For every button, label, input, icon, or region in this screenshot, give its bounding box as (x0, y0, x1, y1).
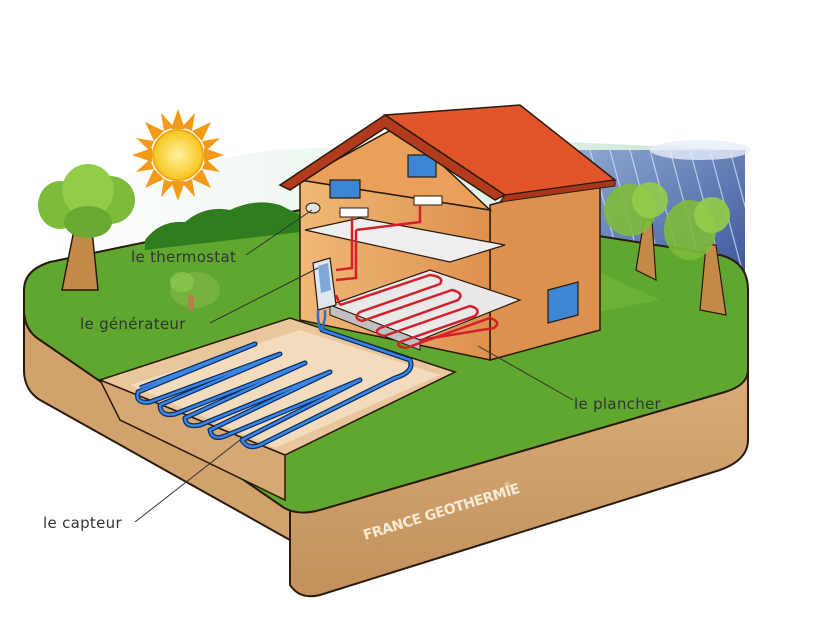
tree-right-2 (664, 197, 730, 316)
radiator-right (413, 195, 443, 206)
thermostat-device (305, 202, 321, 214)
window-upper-right (407, 154, 437, 178)
tree-right-1 (604, 182, 668, 282)
leader-plancher (477, 345, 574, 401)
leader-capteur (134, 439, 241, 523)
tree-left (38, 164, 135, 291)
floor-heating-pipe (339, 273, 499, 350)
label-plancher: le plancher (574, 395, 662, 413)
hedge (145, 202, 300, 250)
leader-generateur (209, 267, 319, 324)
brand-mark: ® (502, 480, 512, 491)
label-capteur: le capteur (43, 514, 122, 532)
house (278, 104, 617, 361)
radiator-left (339, 207, 369, 218)
window-upper-left (329, 179, 361, 199)
label-generateur: le générateur (80, 315, 186, 333)
cloud (650, 140, 750, 160)
label-thermostat: le thermostat (131, 248, 236, 266)
ground-loop-pipe-fill (136, 310, 413, 448)
leader-lines (134, 209, 574, 523)
leader-thermostat (245, 209, 313, 256)
sun-icon (132, 109, 224, 201)
bush-small (170, 272, 220, 310)
generator-unit (312, 257, 337, 311)
